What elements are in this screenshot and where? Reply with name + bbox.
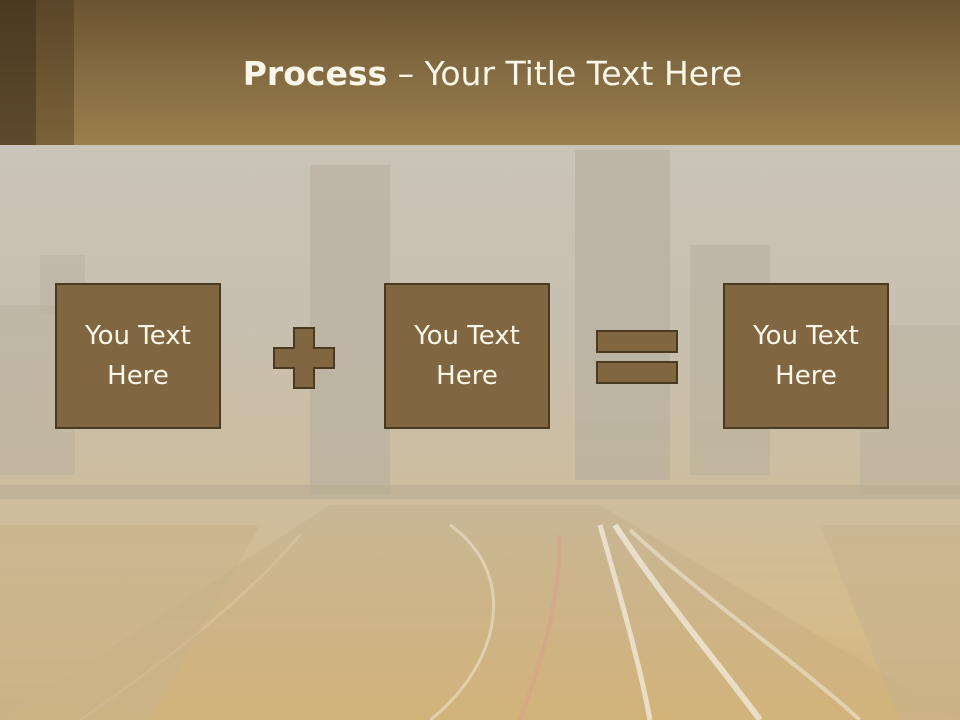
process-box-2-text: You Text Here	[414, 321, 520, 391]
plus-icon	[273, 327, 335, 389]
title-rest: Your Title Text Here	[424, 54, 743, 93]
city-highway-illustration	[0, 150, 960, 720]
background-city-image	[0, 145, 960, 720]
process-box-1[interactable]: You Text Here	[55, 283, 221, 429]
slide-title[interactable]: Process – Your Title Text Here	[0, 52, 960, 96]
header-accent-mid	[36, 0, 74, 145]
header-accent-dark	[0, 0, 36, 145]
process-box-1-text: You Text Here	[85, 321, 191, 391]
process-box-3-text: You Text Here	[753, 321, 859, 391]
process-box-2[interactable]: You Text Here	[384, 283, 550, 429]
title-separator: –	[387, 54, 425, 93]
title-bar: Process – Your Title Text Here	[0, 0, 960, 145]
title-strong: Process	[242, 54, 388, 93]
equals-icon	[596, 330, 678, 384]
process-box-3[interactable]: You Text Here	[723, 283, 889, 429]
